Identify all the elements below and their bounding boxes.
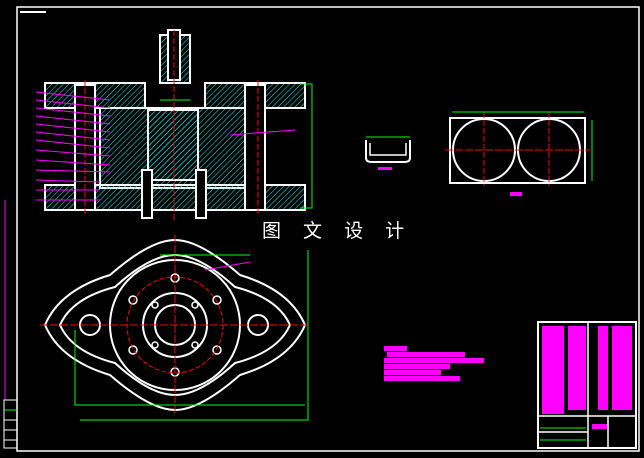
part-detail-u xyxy=(365,136,411,170)
section-view xyxy=(35,29,313,220)
drawing-frame xyxy=(3,6,640,452)
title-block xyxy=(537,321,637,449)
plan-view xyxy=(40,235,310,421)
technical-notes xyxy=(384,346,484,381)
part-detail-double-circle xyxy=(445,111,593,196)
watermark-text: 图 文 设 计 xyxy=(262,220,413,242)
